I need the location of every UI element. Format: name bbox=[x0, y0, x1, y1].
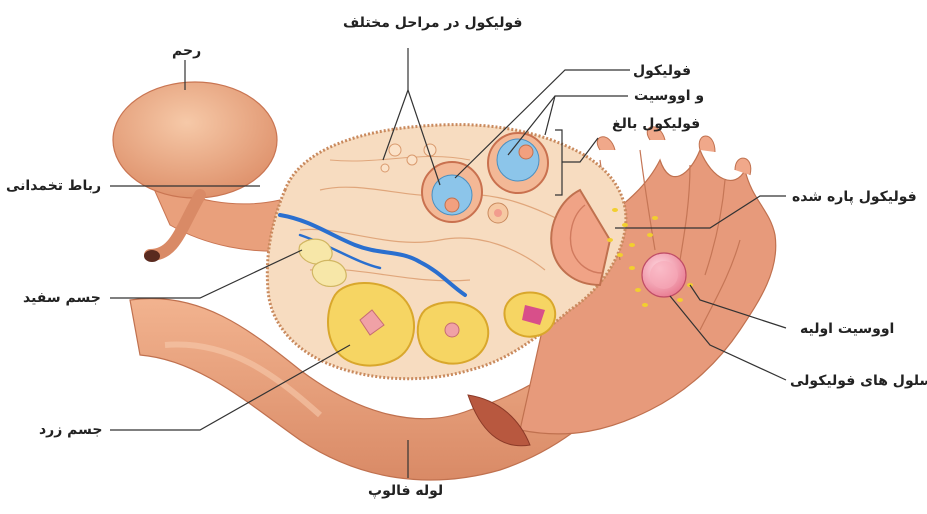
label-follicle-stages: فولیکول در مراحل مختلف bbox=[343, 14, 522, 32]
label-mature-follicle: فولیکول بالغ bbox=[612, 115, 700, 133]
label-follicular-cells: سلول های فولیکولی bbox=[790, 372, 927, 390]
label-fallopian-tube: لوله فالوپ bbox=[368, 482, 443, 500]
label-ruptured-follicle: فولیکول پاره شده bbox=[792, 188, 917, 206]
label-uterus: رحم bbox=[172, 42, 201, 60]
label-primary-oocyte: اووسیت اولیه bbox=[800, 320, 894, 338]
label-corpus-luteum: جسم زرد bbox=[39, 421, 103, 439]
label-corpus-albicans: جسم سفید bbox=[23, 289, 101, 307]
label-and-oocyte: و اووسیت bbox=[634, 87, 704, 105]
developing-follicle bbox=[422, 162, 482, 222]
released-oocyte bbox=[642, 253, 686, 297]
label-follicle: فولیکول bbox=[633, 62, 691, 80]
label-ovarian-ligament: رباط تخمدانی bbox=[6, 177, 101, 195]
